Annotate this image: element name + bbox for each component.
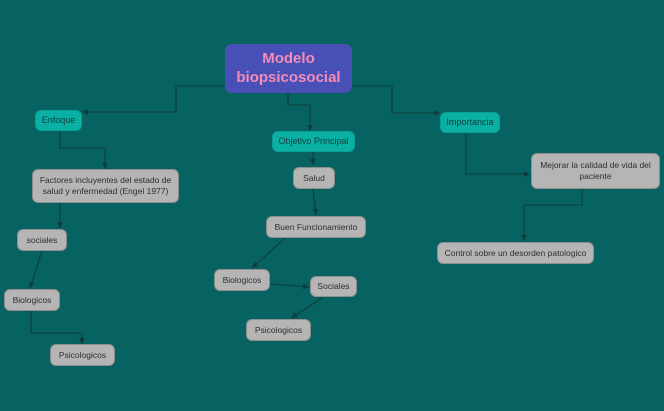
node-salud[interactable]: Salud bbox=[293, 167, 335, 189]
node-biologicos-centro-label: Biologicos bbox=[222, 274, 262, 285]
node-mejorar-calidad-vida[interactable]: Mejorar la calidad de vida del paciente bbox=[531, 153, 660, 189]
edge-enfoque-factores bbox=[59, 131, 108, 169]
root-label-line2: biopsicosocial bbox=[236, 68, 341, 86]
node-psicologicos-centro[interactable]: Psicologicos bbox=[246, 319, 311, 341]
edge-importancia-mejorar bbox=[465, 133, 530, 177]
node-biologicos-izquierda[interactable]: Biologicos bbox=[4, 289, 60, 311]
node-root-modelo-biopsicosocial[interactable]: Modelo biopsicosocial bbox=[225, 44, 352, 93]
edge-root-objetivo bbox=[287, 93, 313, 131]
node-sociales-izquierda[interactable]: sociales bbox=[17, 229, 67, 251]
edge-biologicos-psicologicos bbox=[30, 311, 85, 344]
edge-mejorar-control bbox=[521, 189, 583, 241]
edge-sociales-biologicos bbox=[29, 250, 43, 289]
node-objetivo-principal-label: Objetivo Principal bbox=[278, 135, 349, 146]
node-control-desorden-patologico[interactable]: Control sobre un desorden patologico bbox=[437, 242, 594, 264]
node-psicologicos-izquierda-label: Psicologicos bbox=[58, 349, 107, 360]
node-objetivo-principal[interactable]: Objetivo Principal bbox=[272, 131, 355, 152]
node-importancia[interactable]: Importancia bbox=[440, 112, 500, 133]
node-mejorar-label-line2: paciente bbox=[579, 171, 612, 181]
node-biologicos-centro[interactable]: Biologicos bbox=[214, 269, 270, 291]
node-enfoque-label: Enfoque bbox=[41, 114, 76, 125]
node-enfoque[interactable]: Enfoque bbox=[35, 110, 82, 131]
edge-salud-buenfuncionamiento bbox=[312, 188, 319, 216]
node-buen-funcionamiento-label: Buen Funcionamiento bbox=[274, 221, 358, 232]
node-importancia-label: Importancia bbox=[446, 116, 494, 127]
edge-root-enfoque bbox=[82, 85, 225, 115]
edge-buenfuncionamiento-biologicos bbox=[251, 237, 286, 269]
node-biologicos-izquierda-label: Biologicos bbox=[12, 294, 52, 305]
node-factores-label-line2: salud y enfermedad (Engel 1977) bbox=[42, 186, 169, 196]
node-salud-label: Salud bbox=[303, 172, 325, 183]
node-factores-incluyentes[interactable]: Factores incluyentes del estado de salud… bbox=[32, 169, 179, 203]
node-sociales-izquierda-label: sociales bbox=[26, 234, 58, 245]
node-psicologicos-izquierda[interactable]: Psicologicos bbox=[50, 344, 115, 366]
node-control-desorden-label: Control sobre un desorden patologico bbox=[444, 247, 587, 258]
node-buen-funcionamiento[interactable]: Buen Funcionamiento bbox=[266, 216, 366, 238]
root-label-line1: Modelo bbox=[262, 49, 315, 67]
node-sociales-centro-label: Sociales bbox=[317, 281, 350, 292]
edge-sociales-psicologicos bbox=[290, 297, 323, 319]
node-mejorar-label-line1: Mejorar la calidad de vida del bbox=[540, 160, 651, 171]
node-factores-label-line1: Factores incluyentes del estado de bbox=[39, 175, 172, 186]
edge-root-importancia bbox=[352, 85, 440, 116]
edge-biologicos-sociales bbox=[269, 283, 310, 290]
node-psicologicos-centro-label: Psicologicos bbox=[254, 324, 303, 335]
node-sociales-centro[interactable]: Sociales bbox=[310, 276, 357, 297]
